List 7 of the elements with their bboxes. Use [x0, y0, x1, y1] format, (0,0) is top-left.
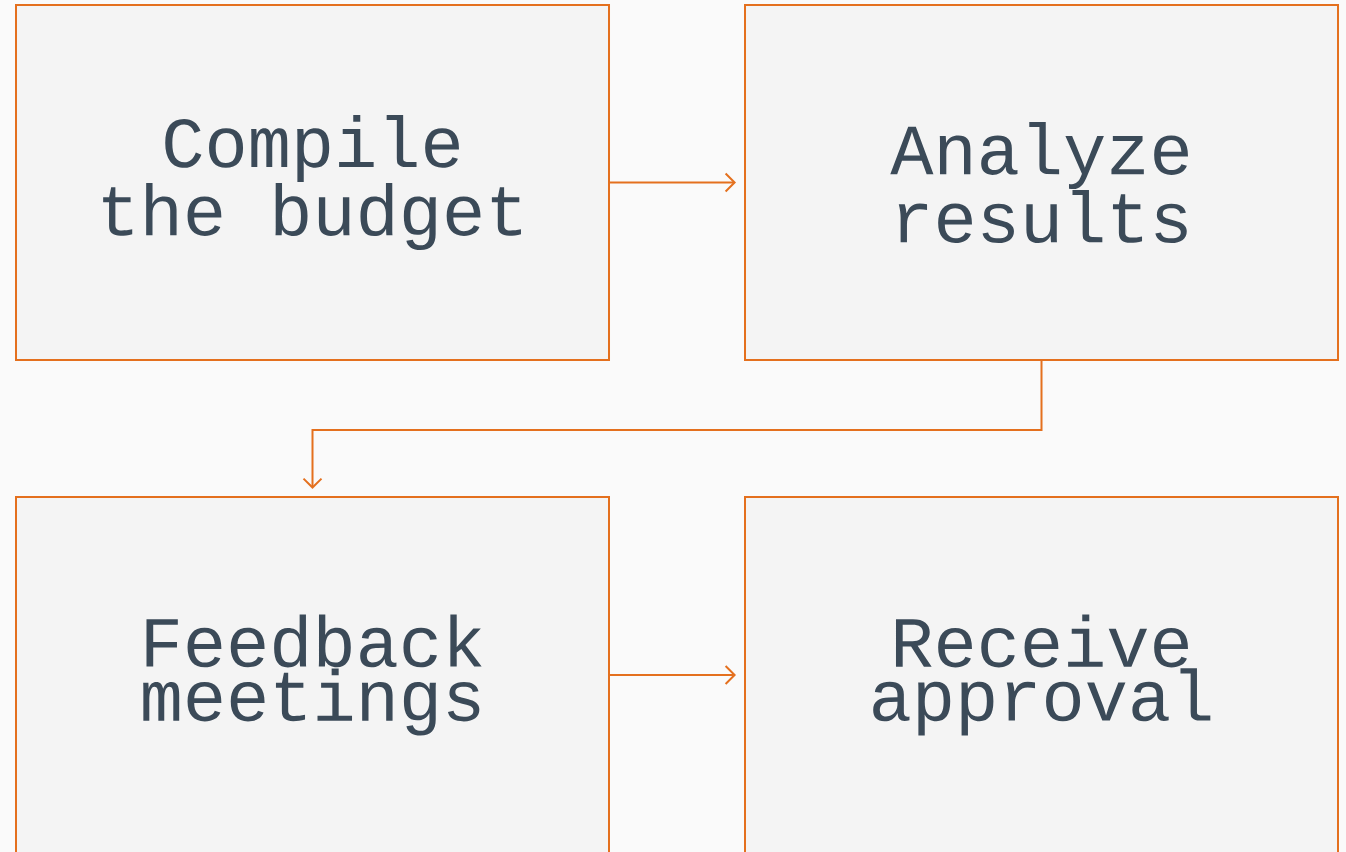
process-box: Receive approval: [744, 496, 1339, 852]
arrow: [609, 172, 736, 193]
process-box: Analyze results: [744, 4, 1339, 361]
process-box: Feedback meetings: [15, 496, 610, 852]
arrow: [609, 665, 736, 685]
arrow: [302, 360, 1043, 489]
process-box: Compile the budget: [15, 4, 610, 361]
